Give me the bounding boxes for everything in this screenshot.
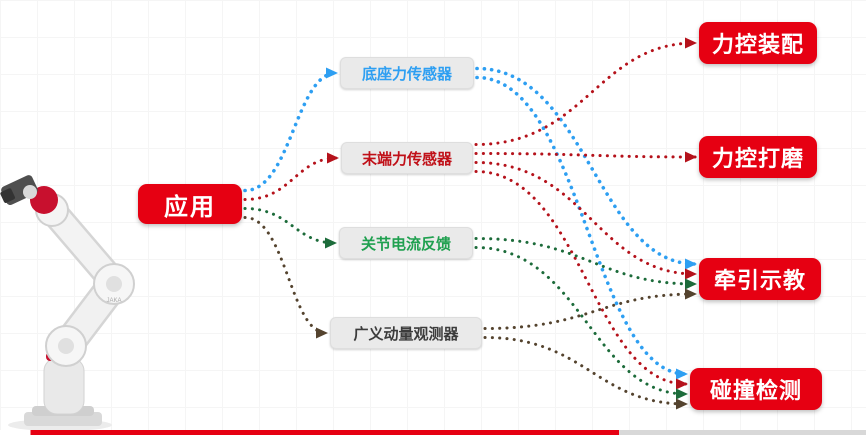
robot-gripper [0, 175, 38, 206]
node-end-force-sensor: 末端力传感器 [341, 142, 473, 174]
arrow-s4-to-t3 [483, 288, 697, 330]
arrow-s3-to-t4 [474, 246, 688, 400]
node-base-force-sensor: 底座力传感器 [340, 57, 474, 89]
node-label: 力控装配 [711, 32, 804, 57]
arrow-s2-to-t3 [474, 161, 697, 280]
node-momentum-observer: 广义动量观测器 [330, 317, 482, 349]
arrow-s2-to-t4 [474, 170, 688, 390]
arrow-app-to-s2 [243, 152, 339, 201]
node-collision-detection: 碰撞检测 [690, 368, 822, 410]
node-drag-teaching: 牵引示教 [699, 258, 821, 300]
robot-brand-label: JAKA [106, 298, 121, 304]
bottom-accent-bar [0, 430, 866, 435]
node-force-polishing: 力控打磨 [699, 136, 817, 178]
arrow-app-to-s3 [243, 207, 337, 249]
arrow-app-to-s1 [243, 67, 338, 193]
arrow-s3-to-t3 [474, 237, 697, 290]
arrow-s4-to-t4 [483, 336, 688, 410]
arrow-s1-to-t3 [475, 66, 697, 270]
node-label: 应用 [164, 193, 216, 221]
node-label: 力控打磨 [711, 146, 804, 171]
node-force-assembly: 力控装配 [699, 22, 817, 64]
node-label: 关节电流反馈 [360, 235, 451, 253]
node-label: 广义动量观测器 [353, 325, 459, 343]
node-label: 底座力传感器 [361, 65, 452, 83]
robot-red-collar [30, 186, 58, 214]
arrow-s2-to-t2 [474, 151, 697, 163]
arrow-app-to-s4 [243, 216, 328, 339]
node-label: 牵引示教 [713, 268, 806, 293]
node-label: 碰撞检测 [709, 378, 802, 403]
robot-arm-image: JAKA [0, 175, 135, 431]
node-label: 末端力传感器 [361, 150, 452, 168]
node-joint-current-feedback: 关节电流反馈 [339, 227, 473, 259]
node-application: 应用 [138, 184, 242, 224]
arrow-s1-to-t4 [475, 75, 688, 380]
arrow-s2-to-t1 [474, 37, 697, 146]
